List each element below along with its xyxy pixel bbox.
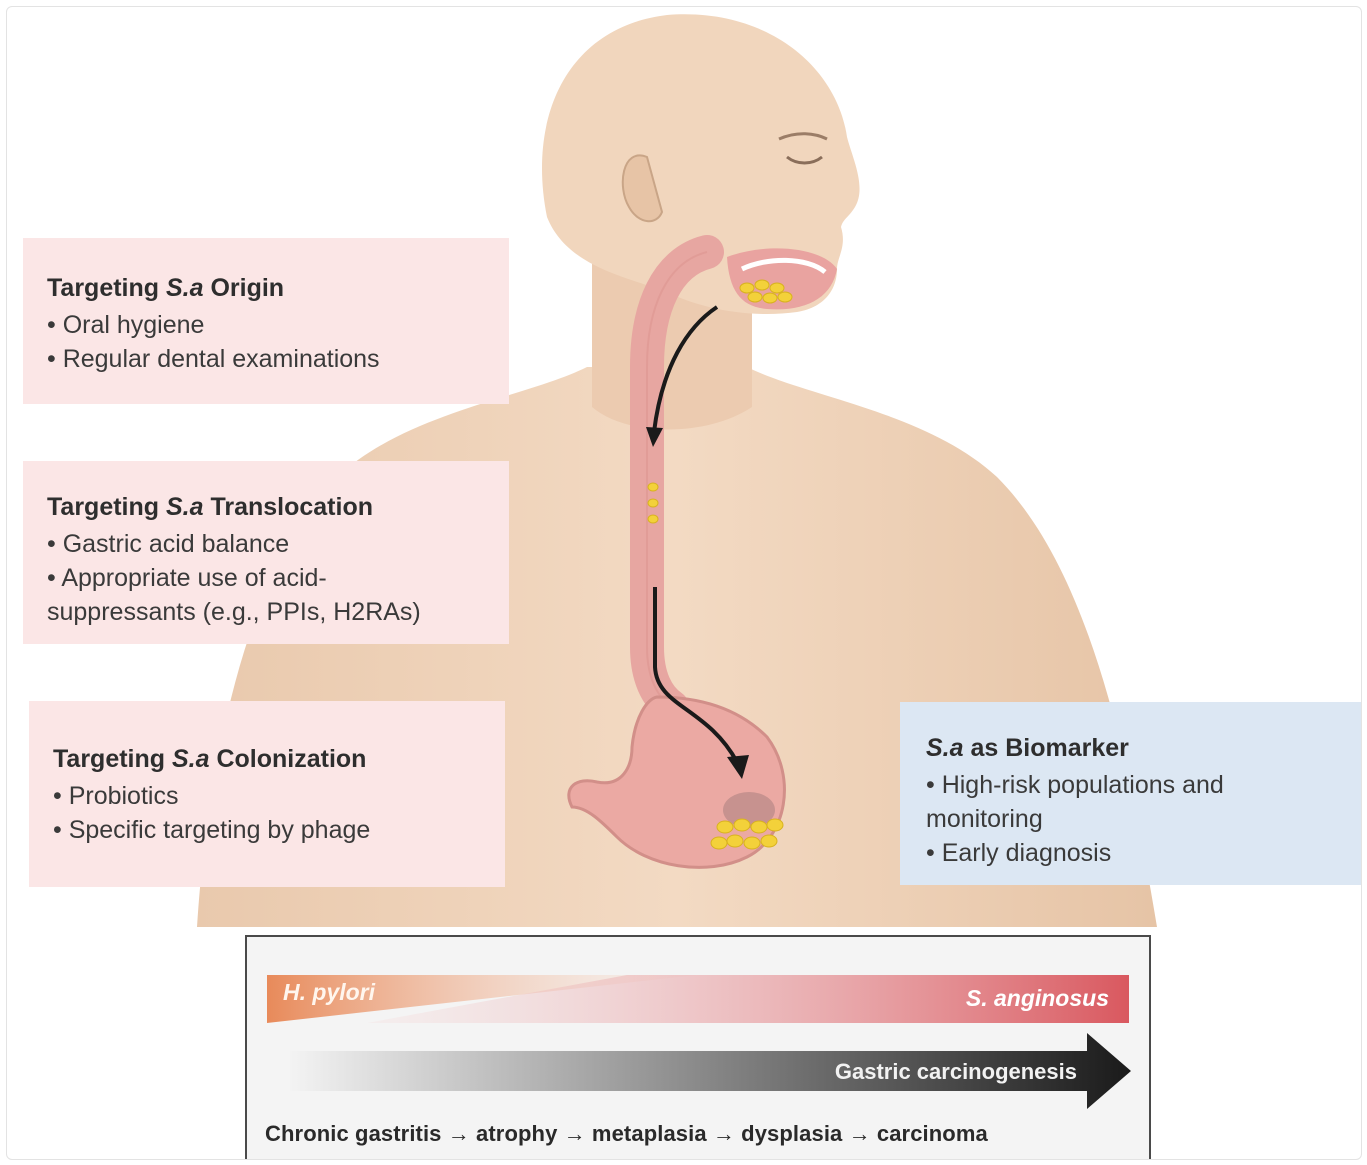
list-item: • Appropriate use of acid- bbox=[47, 561, 509, 595]
bacteria-esophagus bbox=[648, 483, 658, 523]
targeting-origin-box: Targeting S.a Origin • Oral hygiene • Re… bbox=[23, 238, 509, 404]
list-item: • Probiotics bbox=[53, 779, 505, 813]
box-title: Targeting S.a Origin bbox=[47, 272, 509, 304]
list-item: • Oral hygiene bbox=[47, 308, 509, 342]
box-title: S.a as Biomarker bbox=[926, 732, 1362, 764]
gastric-carcinogenesis-label: Gastric carcinogenesis bbox=[835, 1059, 1077, 1085]
hpylori-label: H. pylori bbox=[283, 979, 375, 1006]
list-item: • Specific targeting by phage bbox=[53, 813, 505, 847]
list-item: • Regular dental examinations bbox=[47, 342, 509, 376]
box-title: Targeting S.a Translocation bbox=[47, 491, 509, 523]
biomarker-box: S.a as Biomarker • High-risk populations… bbox=[900, 702, 1362, 885]
carcinogenesis-panel: H. pylori S. anginosus Gastric carcinoge… bbox=[245, 935, 1151, 1160]
box-title: Targeting S.a Colonization bbox=[53, 743, 505, 775]
targeting-colonization-box: Targeting S.a Colonization • Probiotics … bbox=[29, 701, 505, 887]
list-item: suppressants (e.g., PPIs, H2RAs) bbox=[47, 595, 509, 629]
figure-frame: Targeting S.a Origin • Oral hygiene • Re… bbox=[6, 6, 1362, 1160]
list-item: • High-risk populations and bbox=[926, 768, 1362, 802]
sanginosus-label: S. anginosus bbox=[966, 985, 1109, 1012]
list-item: • Gastric acid balance bbox=[47, 527, 509, 561]
list-item: • Early diagnosis bbox=[926, 836, 1362, 870]
targeting-translocation-box: Targeting S.a Translocation • Gastric ac… bbox=[23, 461, 509, 644]
list-item: monitoring bbox=[926, 802, 1362, 836]
disease-progression-text: Chronic gastritis → atrophy → metaplasia… bbox=[265, 1121, 988, 1147]
